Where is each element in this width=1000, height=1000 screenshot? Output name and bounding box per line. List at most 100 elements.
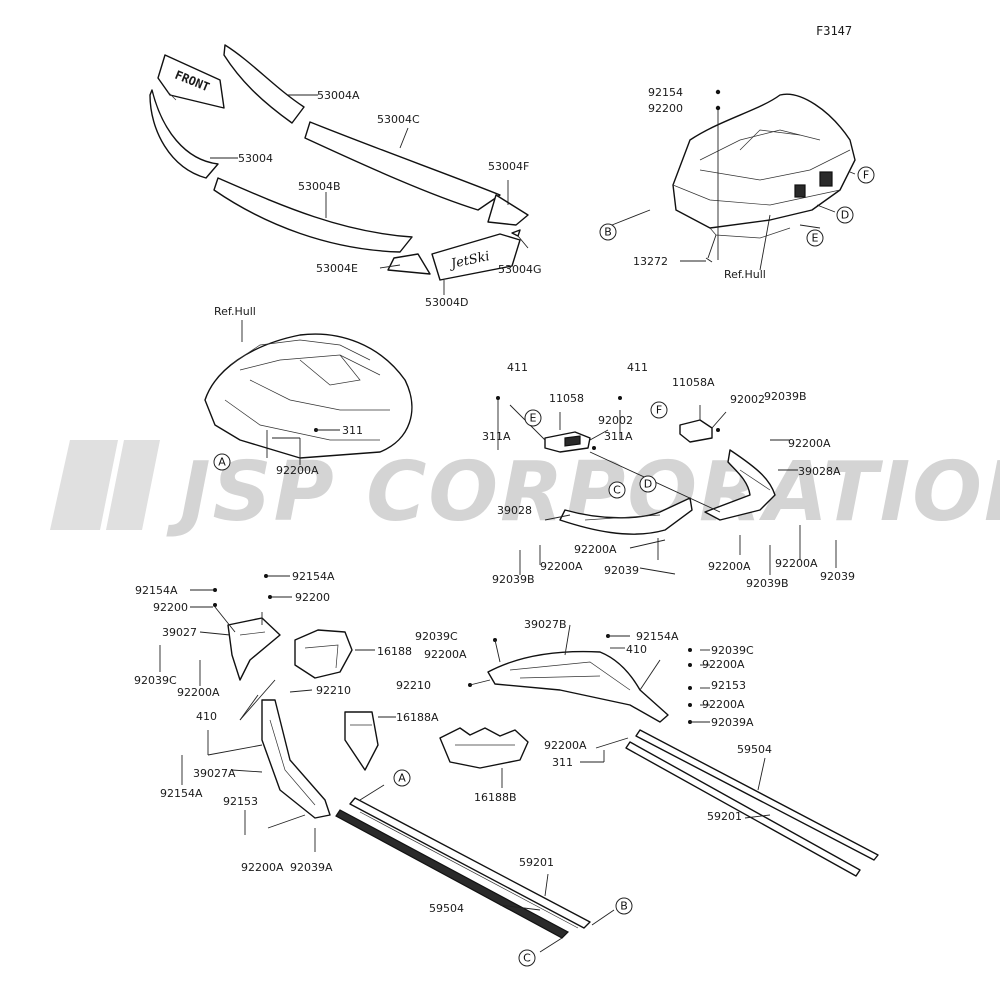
- label-92039B-r: 92039B: [764, 390, 807, 403]
- label-92200A-l2: 92200A: [574, 543, 617, 556]
- watermark-logo-shape-2: [106, 440, 160, 530]
- label-410-m: 410: [626, 643, 647, 656]
- callout-e-top: E: [806, 229, 824, 247]
- decal-53004C: [304, 121, 501, 211]
- label-311-a: 311: [342, 424, 363, 437]
- label-92200-1: 92200: [153, 601, 188, 614]
- label-53004B: 53004B: [298, 180, 341, 193]
- label-92002-f: 92002: [730, 393, 765, 406]
- label-53004E: 53004E: [316, 262, 358, 275]
- label-16188: 16188: [377, 645, 412, 658]
- label-16188B: 16188B: [474, 791, 517, 804]
- label-59201-b: 59201: [519, 856, 554, 869]
- label-53004: 53004: [238, 152, 273, 165]
- label-92200A-l3: 92200A: [177, 686, 220, 699]
- hull-rear-view: [672, 89, 856, 271]
- label-92039B-r2: 92039B: [746, 577, 789, 590]
- label-92200-2: 92200: [295, 591, 330, 604]
- callout-e-top-text: E: [812, 232, 819, 245]
- label-13272: 13272: [633, 255, 668, 268]
- label-39028A: 39028A: [798, 465, 841, 478]
- right-side-trim-assembly: [468, 624, 710, 763]
- callout-d-top-text: D: [841, 209, 849, 222]
- callout-b-bottom: B: [615, 897, 633, 915]
- figure-code: F3147: [816, 24, 852, 38]
- label-92039C-r: 92039C: [711, 644, 754, 657]
- label-92200A-m: 92200A: [424, 648, 467, 661]
- label-11058A: 11058A: [672, 376, 715, 389]
- callout-f-mid-text: F: [656, 404, 662, 417]
- label-92200A-r3: 92200A: [775, 557, 818, 570]
- label-92154A-3: 92154A: [160, 787, 203, 800]
- decal-53004D: JetSki: [431, 233, 521, 281]
- label-92210-l: 92210: [316, 684, 351, 697]
- hull-front-view: [204, 320, 413, 465]
- callout-f-top: F: [857, 166, 875, 184]
- label-59504-b: 59504: [429, 902, 464, 915]
- label-311A-e: 311A: [482, 430, 511, 443]
- label-53004C: 53004C: [377, 113, 420, 126]
- callout-c-bottom-text: C: [523, 952, 531, 965]
- label-92039A-l: 92039A: [290, 861, 333, 874]
- label-92200A-r2: 92200A: [708, 560, 751, 573]
- label-92039B-l: 92039B: [492, 573, 535, 586]
- label-92210-m: 92210: [396, 679, 431, 692]
- label-92154A-2: 92154A: [292, 570, 335, 583]
- callout-a-hull: A: [213, 453, 231, 471]
- callout-f-mid: F: [650, 401, 668, 419]
- decal-53004E: [387, 253, 431, 275]
- label-92039-r: 92039: [820, 570, 855, 583]
- decal-set: FRONT JetSki: [149, 44, 529, 295]
- ref-hull-top: Ref.Hull: [724, 268, 766, 281]
- decal-53004: [149, 89, 219, 179]
- label-92039C-m: 92039C: [415, 630, 458, 643]
- label-53004F: 53004F: [488, 160, 529, 173]
- label-92200A-m4: 92200A: [544, 739, 587, 752]
- gunwale-rails: [335, 729, 879, 953]
- callout-f-top-text: F: [863, 169, 869, 182]
- label-16188A: 16188A: [396, 711, 439, 724]
- front-badge: FRONT: [157, 54, 225, 109]
- label-39027B: 39027B: [524, 618, 567, 631]
- label-92200A-l1: 92200A: [540, 560, 583, 573]
- label-53004G: 53004G: [498, 263, 542, 276]
- label-59504-r: 59504: [737, 743, 772, 756]
- callout-b-top-text: B: [604, 226, 612, 239]
- label-92200A-a: 92200A: [276, 464, 319, 477]
- callout-d-mid-text: D: [644, 478, 652, 491]
- label-92154-top: 92154: [648, 86, 683, 99]
- label-92200A-m2: 92200A: [702, 658, 745, 671]
- label-92039-m: 92039: [604, 564, 639, 577]
- ref-hull-left: Ref.Hull: [214, 305, 256, 318]
- label-39027A: 39027A: [193, 767, 236, 780]
- left-side-trim-assembly: [159, 574, 529, 852]
- decal-53004G: [511, 229, 521, 237]
- label-59201-r: 59201: [707, 810, 742, 823]
- label-92039A-m: 92039A: [711, 716, 754, 729]
- decal-53004A: [223, 44, 305, 124]
- callout-b-top: B: [599, 223, 617, 241]
- label-411-f: 411: [627, 361, 648, 374]
- watermark-logo-shape: [50, 440, 118, 530]
- label-92153-m: 92153: [711, 679, 746, 692]
- callout-e-mid-text: E: [530, 412, 537, 425]
- label-92200A-l4: 92200A: [241, 861, 284, 874]
- label-92154A-1: 92154A: [135, 584, 178, 597]
- callout-a-bottom: A: [393, 769, 411, 787]
- label-311-m: 311: [552, 756, 573, 769]
- callout-a-hull-text: A: [218, 456, 226, 469]
- callout-d-mid: D: [639, 475, 657, 493]
- label-92002-e: 92002: [598, 414, 633, 427]
- callout-c-mid-text: C: [613, 484, 621, 497]
- label-410-l: 410: [196, 710, 217, 723]
- callout-c-bottom: C: [518, 949, 536, 967]
- decal-53004F: [487, 194, 529, 226]
- watermark: JSP CORPORATION: [50, 440, 1000, 540]
- decal-53004B: [213, 177, 413, 253]
- label-92200A-m3: 92200A: [702, 698, 745, 711]
- label-92154A-4: 92154A: [636, 630, 679, 643]
- label-53004D: 53004D: [425, 296, 468, 309]
- callout-e-mid: E: [524, 409, 542, 427]
- label-311A-f: 311A: [604, 430, 633, 443]
